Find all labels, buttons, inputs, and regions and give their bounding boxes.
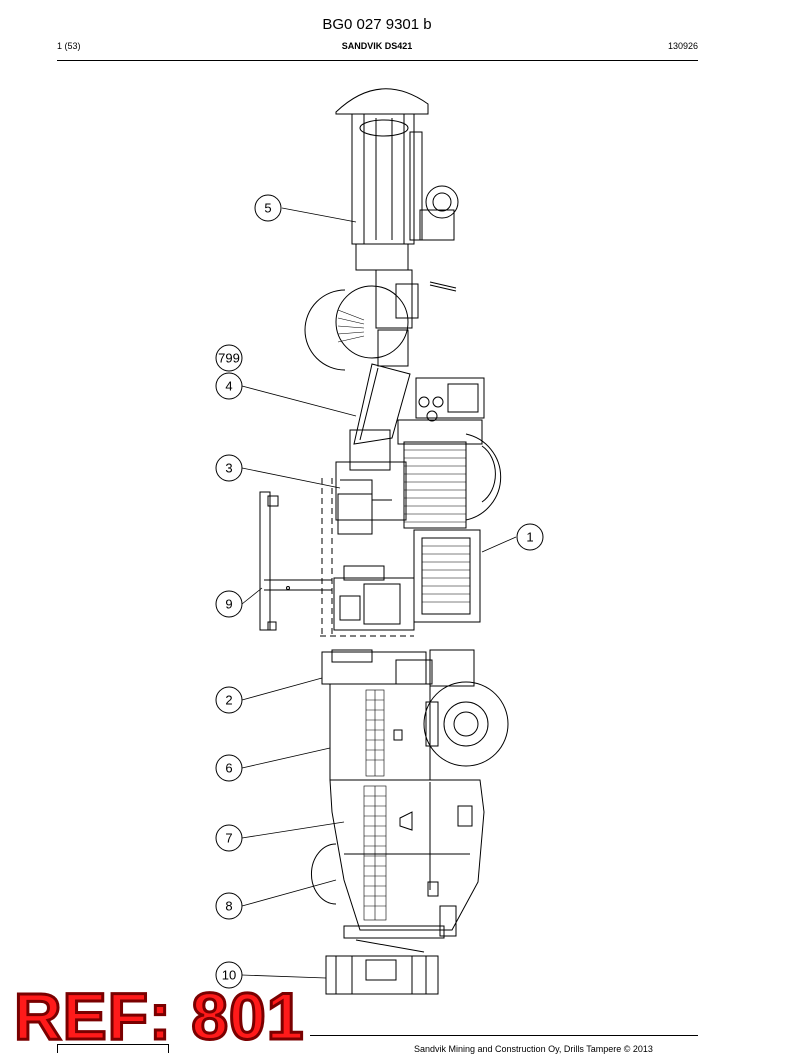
document-number: BG0 027 9301 b — [322, 16, 432, 33]
callout-balloons: 5 799 4 3 9 1 2 6 7 8 10 — [215, 194, 544, 989]
carrier-front-illustration — [259, 377, 502, 637]
callout-9: 9 — [215, 590, 243, 618]
svg-text:799: 799 — [218, 351, 240, 366]
callout-8: 8 — [215, 892, 243, 920]
callout-6: 6 — [215, 754, 243, 782]
svg-text:6: 6 — [225, 761, 232, 776]
callout-1: 1 — [516, 523, 544, 551]
carrier-rear-illustration — [311, 649, 509, 995]
callout-799: 799 — [215, 344, 243, 372]
sandvik-logo — [57, 1044, 169, 1053]
svg-text:4: 4 — [225, 379, 232, 394]
footer-divider — [310, 1035, 698, 1036]
svg-text:9: 9 — [225, 597, 232, 612]
svg-text:3: 3 — [225, 461, 232, 476]
callout-10: 10 — [215, 961, 243, 989]
page-indicator: 1 (53) — [57, 41, 81, 51]
reference-stamp: REF: 801 — [12, 979, 305, 1053]
callout-4: 4 — [215, 372, 243, 400]
callout-7: 7 — [215, 824, 243, 852]
svg-text:10: 10 — [222, 968, 236, 983]
svg-text:5: 5 — [264, 201, 271, 216]
date-code: 130926 — [667, 41, 698, 51]
footer-copyright: Sandvik Mining and Construction Oy, Dril… — [414, 1044, 653, 1054]
callout-3: 3 — [215, 454, 243, 482]
svg-text:7: 7 — [225, 831, 232, 846]
callout-2: 2 — [215, 686, 243, 714]
svg-text:2: 2 — [225, 693, 232, 708]
callout-5: 5 — [254, 194, 282, 222]
drill-boom-illustration — [304, 88, 459, 471]
product-name: SANDVIK DS421 — [341, 41, 413, 51]
svg-text:8: 8 — [225, 899, 232, 914]
header-divider — [57, 60, 698, 61]
svg-text:1: 1 — [526, 530, 533, 545]
callout-leaders — [241, 207, 517, 979]
